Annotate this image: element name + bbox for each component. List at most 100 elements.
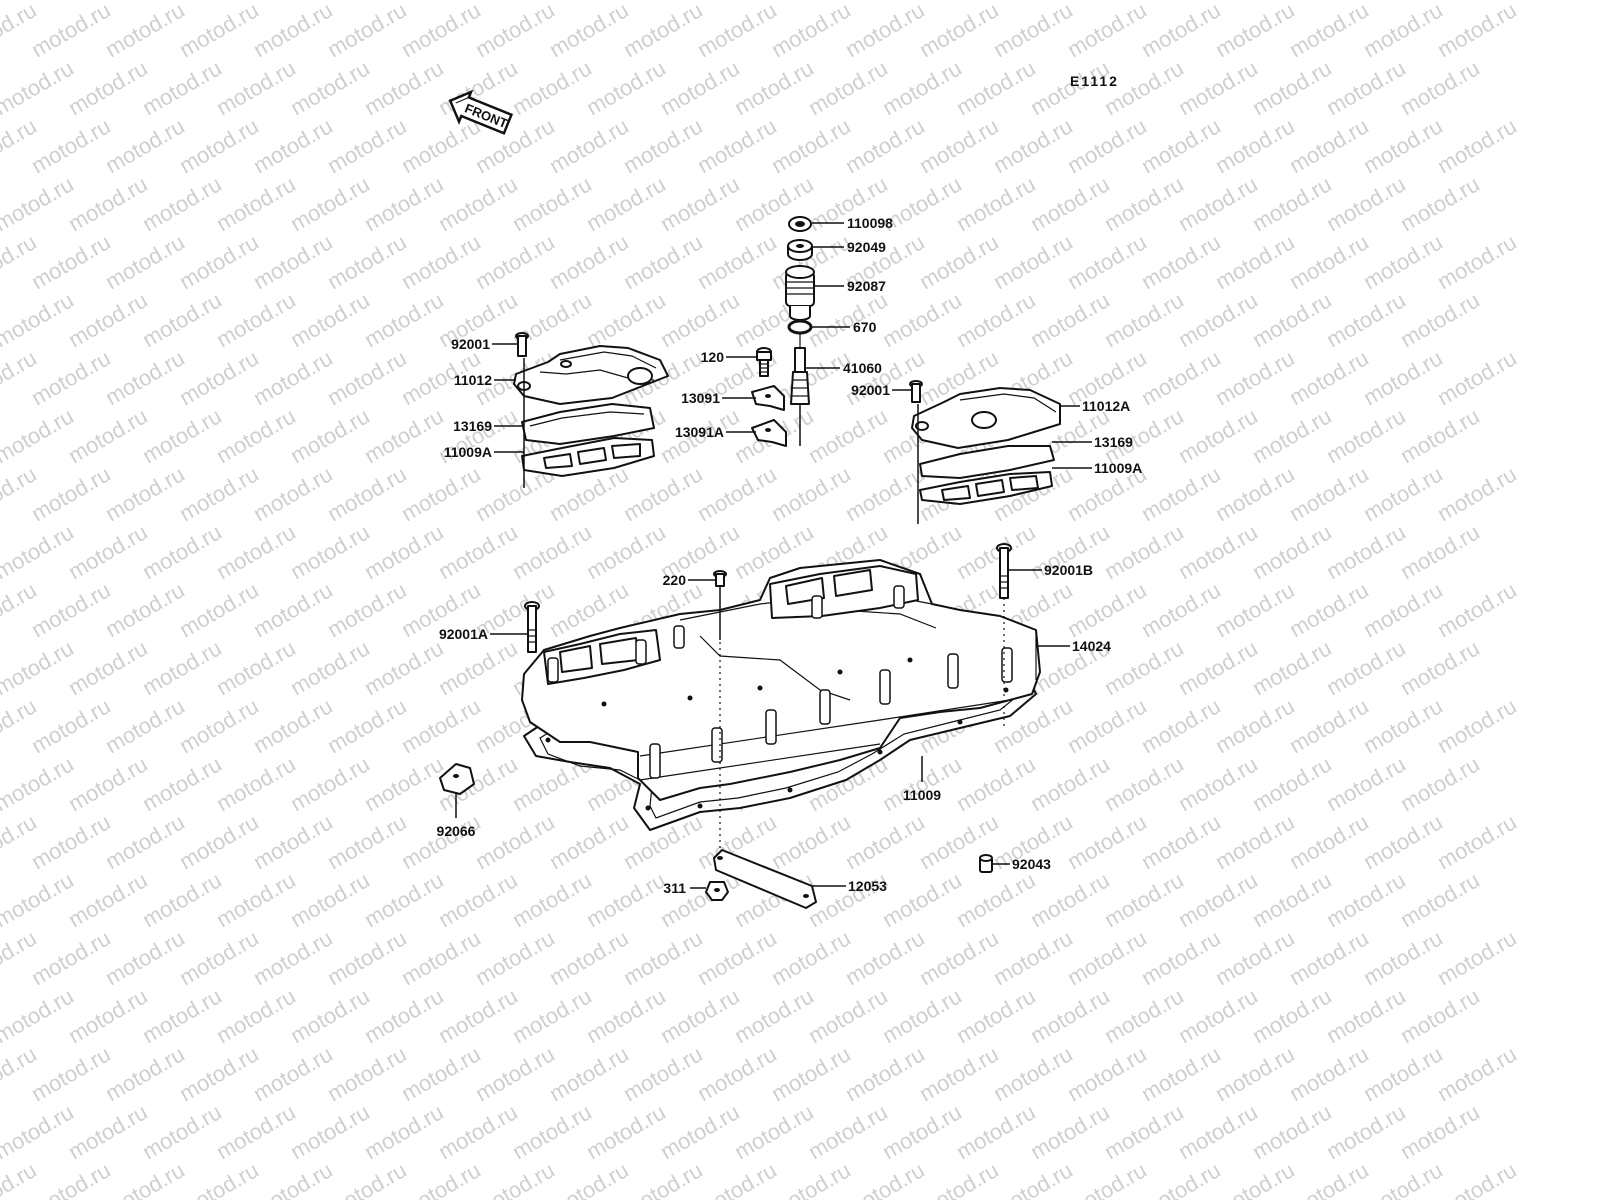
watermark-text: motod.ru — [952, 867, 1040, 932]
label-13091: 13091 — [681, 390, 720, 406]
watermark-text: motod.ru — [1174, 171, 1262, 236]
watermark-text: motod.ru — [0, 635, 78, 700]
watermark-text: motod.ru — [582, 0, 670, 4]
watermark-text: motod.ru — [1248, 867, 1336, 932]
watermark-text: motod.ru — [434, 1099, 522, 1164]
watermark-text: motod.ru — [656, 983, 744, 1048]
watermark-text: motod.ru — [0, 403, 78, 468]
watermark-text: motod.ru — [0, 1157, 41, 1200]
watermark-text: motod.ru — [582, 55, 670, 120]
watermark-text: motod.ru — [1359, 113, 1447, 178]
watermark-text: motod.ru — [286, 1099, 374, 1164]
watermark-text: motod.ru — [138, 867, 226, 932]
watermark-text: motod.ru — [64, 171, 152, 236]
watermark-text: motod.ru — [360, 751, 448, 816]
watermark-text: motod.ru — [1137, 1041, 1225, 1106]
watermark-text: motod.ru — [1026, 983, 1114, 1048]
watermark-text: motod.ru — [471, 925, 559, 990]
watermark-text: motod.ru — [1063, 229, 1151, 294]
watermark-text: motod.ru — [1433, 0, 1521, 62]
watermark-text: motod.ru — [0, 751, 78, 816]
watermark-text: motod.ru — [656, 287, 744, 352]
watermark-text: motod.ru — [27, 577, 115, 642]
watermark-text: motod.ru — [286, 635, 374, 700]
watermark-text: motod.ru — [1174, 0, 1262, 4]
watermark-text: motod.ru — [1063, 925, 1151, 990]
watermark-text: motod.ru — [249, 925, 337, 990]
watermark-text: motod.ru — [1396, 519, 1484, 584]
watermark-text: motod.ru — [1026, 0, 1114, 4]
watermark-text: motod.ru — [175, 0, 263, 62]
watermark-text: motod.ru — [545, 229, 633, 294]
label-92066: 92066 — [437, 823, 476, 839]
watermark-text: motod.ru — [619, 1041, 707, 1106]
label-13169-right: 13169 — [1094, 434, 1133, 450]
watermark-text: motod.ru — [397, 461, 485, 526]
watermark-text: motod.ru — [1211, 577, 1299, 642]
bolt-220-part — [713, 570, 727, 640]
watermark-text: motod.ru — [1211, 345, 1299, 410]
watermark-text: motod.ru — [323, 229, 411, 294]
watermark-text: motod.ru — [767, 925, 855, 990]
watermark-text: motod.ru — [212, 287, 300, 352]
label-11009a-right: 11009A — [1094, 460, 1142, 476]
watermark-text: motod.ru — [1322, 171, 1410, 236]
watermark-text: motod.ru — [1285, 925, 1373, 990]
watermark-text: motod.ru — [323, 925, 411, 990]
watermark-text: motod.ru — [360, 0, 448, 4]
watermark-text: motod.ru — [582, 519, 670, 584]
watermark-text: motod.ru — [1359, 1041, 1447, 1106]
watermark-text: motod.ru — [1026, 171, 1114, 236]
watermark-text: motod.ru — [249, 0, 337, 62]
watermark-text: motod.ru — [878, 287, 966, 352]
label-41060: 41060 — [843, 360, 882, 376]
watermark-text: motod.ru — [64, 751, 152, 816]
watermark-text: motod.ru — [1285, 345, 1373, 410]
label-11009: 11009 — [903, 787, 941, 803]
head-cover-assembly — [521, 559, 1041, 856]
watermark-text: motod.ru — [1137, 229, 1225, 294]
watermark-text: motod.ru — [1211, 0, 1299, 62]
watermark-text: motod.ru — [138, 983, 226, 1048]
watermark-text: motod.ru — [1322, 983, 1410, 1048]
watermark-text: motod.ru — [101, 577, 189, 642]
watermark-text: motod.ru — [1026, 287, 1114, 352]
watermark-text: motod.ru — [1137, 577, 1225, 642]
watermark-text: motod.ru — [1396, 867, 1484, 932]
watermark-text: motod.ru — [0, 0, 78, 4]
diagram-code: E1112 — [1070, 73, 1119, 89]
watermark-text: motod.ru — [508, 983, 596, 1048]
watermark-text: motod.ru — [1063, 693, 1151, 758]
oring-670-part — [787, 319, 813, 335]
watermark-text: motod.ru — [434, 171, 522, 236]
watermark-text: motod.ru — [508, 171, 596, 236]
watermark-text: motod.ru — [619, 113, 707, 178]
watermark-text: motod.ru — [323, 1041, 411, 1106]
watermark-text: motod.ru — [0, 867, 78, 932]
watermark-text: motod.ru — [1322, 403, 1410, 468]
watermark-text: motod.ru — [64, 403, 152, 468]
bracket-92066-part — [439, 763, 475, 818]
watermark-text: motod.ru — [286, 0, 374, 4]
watermark-text: motod.ru — [212, 751, 300, 816]
watermark-text: motod.ru — [989, 925, 1077, 990]
label-92087: 92087 — [847, 278, 886, 294]
label-92001a: 92001A — [439, 626, 488, 642]
watermark-text: motod.ru — [175, 577, 263, 642]
watermark-text: motod.ru — [1359, 693, 1447, 758]
watermark-text: motod.ru — [1248, 287, 1336, 352]
watermark-text: motod.ru — [27, 0, 115, 62]
watermark-text: motod.ru — [0, 1099, 78, 1164]
watermark-text: motod.ru — [619, 461, 707, 526]
watermark-text: motod.ru — [1285, 809, 1373, 874]
watermark-text: motod.ru — [1174, 1099, 1262, 1164]
watermark-text: motod.ru — [1137, 113, 1225, 178]
seal-92049-part — [787, 239, 813, 261]
watermark-text: motod.ru — [1248, 403, 1336, 468]
watermark-text: motod.ru — [619, 0, 707, 62]
watermark-text: motod.ru — [1433, 925, 1521, 990]
watermark-text: motod.ru — [952, 751, 1040, 816]
watermark-text: motod.ru — [582, 867, 670, 932]
watermark-text: motod.ru — [841, 925, 929, 990]
watermark-text: motod.ru — [656, 0, 744, 4]
